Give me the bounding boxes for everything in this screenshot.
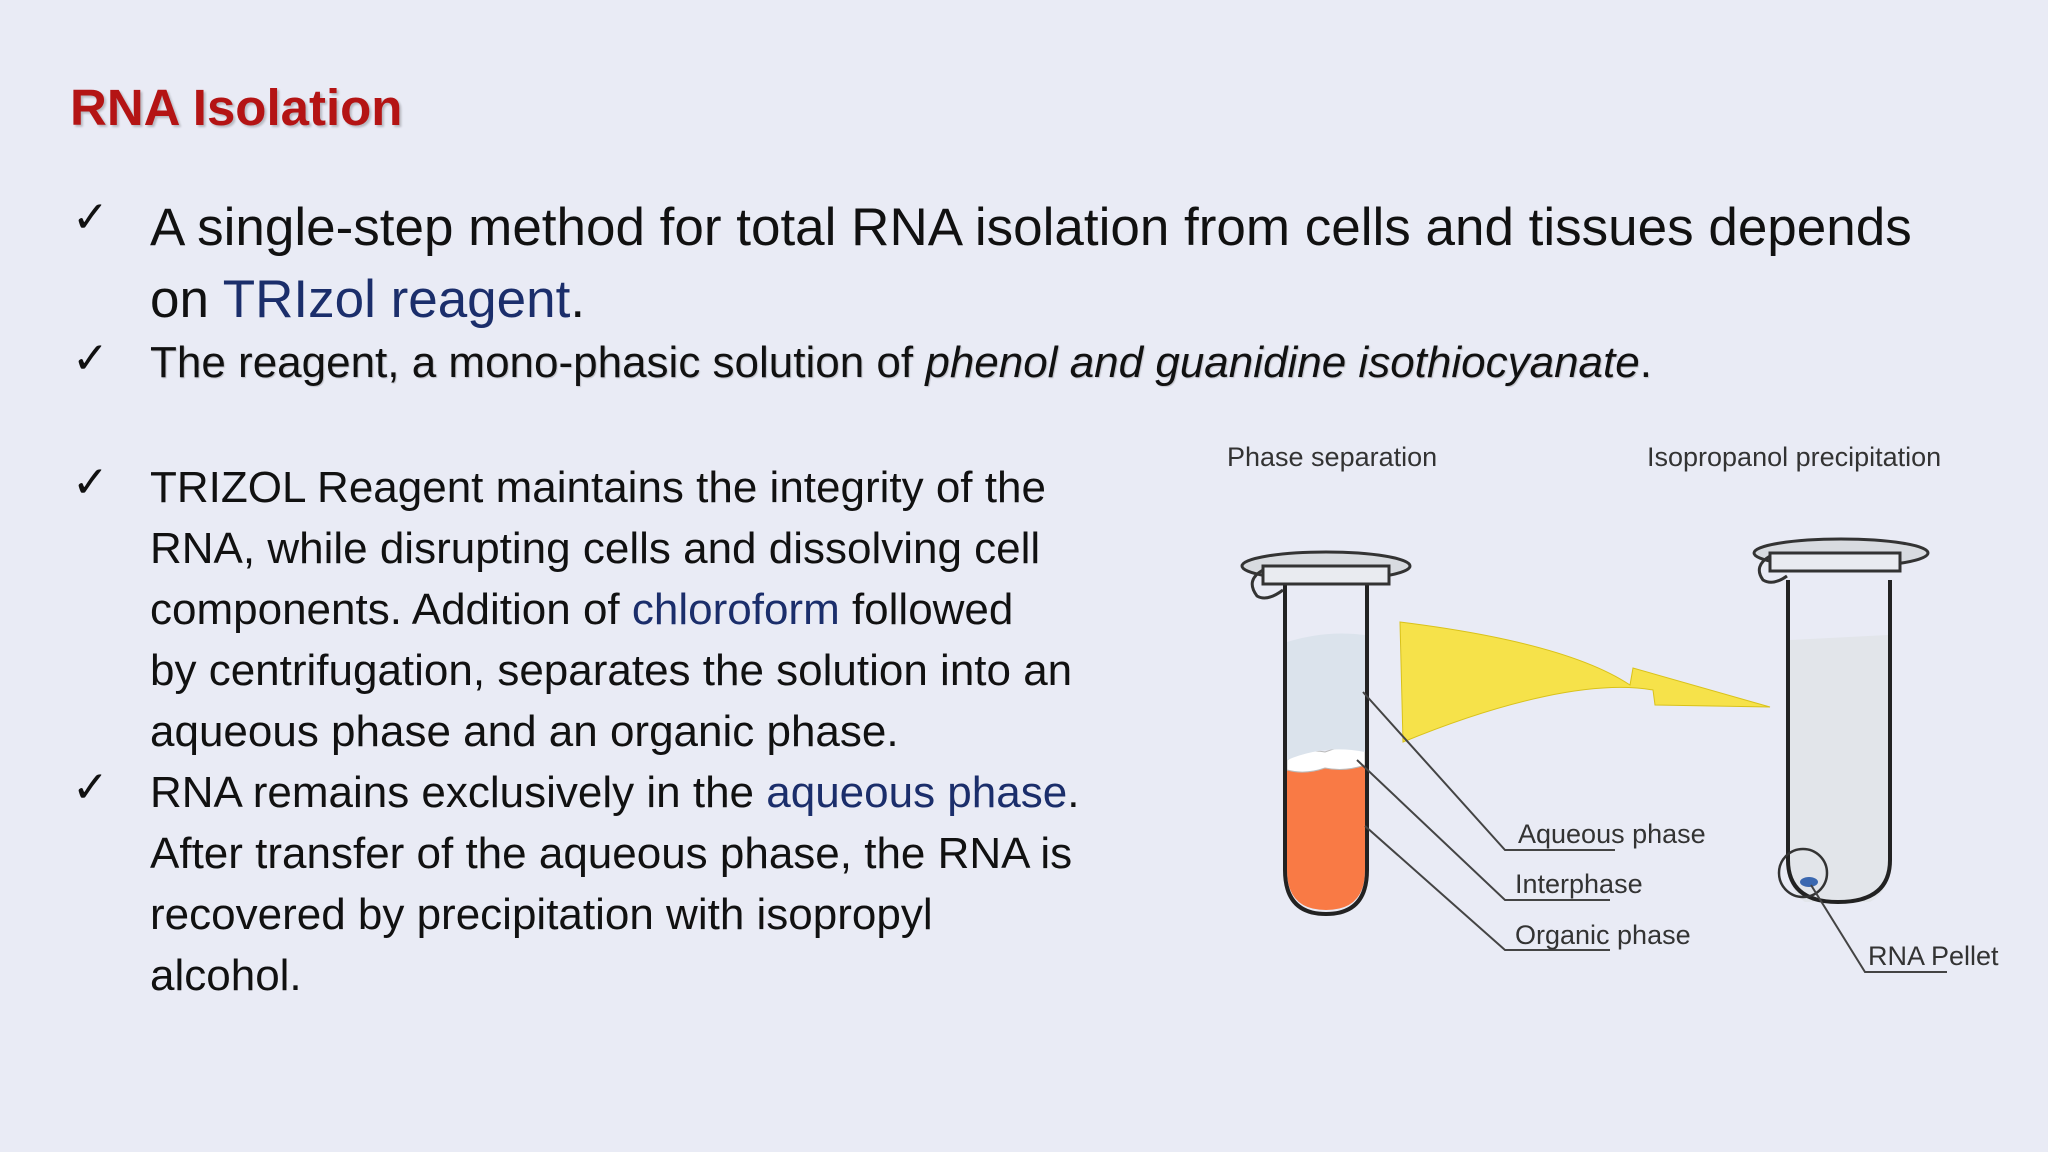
label-isopropanol-precipitation: Isopropanol precipitation xyxy=(1647,442,1941,472)
bullet-2-text: The reagent, a mono-phasic solution of p… xyxy=(150,333,1652,393)
bullet-1-text: A single-step method for total RNA isola… xyxy=(150,192,2048,336)
bullet-1-line-1: A single-step method for total RNA isola… xyxy=(150,198,1912,257)
bullet-3-line-1: TRIZOL Reagent maintains the integrity o… xyxy=(150,463,1046,512)
label-organic-phase: Organic phase xyxy=(1515,920,1691,950)
bullet-4-line-4: alcohol. xyxy=(150,951,302,1000)
phase-separation-diagram: Phase separation Isopropanol precipitati… xyxy=(1227,442,1999,973)
bullet-3-line-3: components. Addition of chloroform follo… xyxy=(150,579,1250,640)
bullet-4-line-1-prefix: RNA remains exclusively in the xyxy=(150,768,767,817)
bullet-3-line-4: by centrifugation, separates the solutio… xyxy=(150,646,1073,695)
bullet-2-suffix: . xyxy=(1639,338,1652,387)
label-rna-pellet: RNA Pellet xyxy=(1868,941,1999,971)
phase-separation-figure: Phase separation Isopropanol precipitati… xyxy=(1205,430,2025,990)
check-icon: ✓ xyxy=(72,457,109,508)
pellet-leader-line xyxy=(1810,884,1947,973)
bullet-3-text: TRIZOL Reagent maintains the integrity o… xyxy=(150,457,1250,762)
check-icon: ✓ xyxy=(72,762,109,813)
right-tube-liquid xyxy=(1790,635,1888,902)
right-tube-rim xyxy=(1768,551,1902,573)
rna-pellet-circle xyxy=(1777,847,1829,899)
bullet-3-line-3-suffix: followed xyxy=(839,585,1014,634)
bullet-1-line-2-prefix: on xyxy=(150,270,223,329)
right-tube-outline xyxy=(1786,580,1892,905)
bullet-3-line-3-prefix: components. Addition of xyxy=(150,585,632,634)
trizol-reagent-highlight: TRIzol reagent xyxy=(222,270,571,329)
chloroform-highlight: chloroform xyxy=(631,585,840,634)
rna-pellet-icon xyxy=(1800,877,1818,887)
organic-phase-layer xyxy=(1287,750,1365,910)
bullet-1-line-2-suffix: . xyxy=(570,270,586,329)
bullet-4-line-3: recovered by precipitation with isopropy… xyxy=(150,890,933,939)
label-phase-separation: Phase separation xyxy=(1227,442,1437,472)
bullet-4-line-2: After transfer of the aqueous phase, the… xyxy=(150,829,1073,878)
left-tube-hinge xyxy=(1250,568,1284,600)
bullet-4-text: RNA remains exclusively in the aqueous p… xyxy=(150,762,1250,1006)
aqueous-leader-line xyxy=(1362,691,1615,851)
check-icon: ✓ xyxy=(72,192,109,243)
aqueous-phase-layer xyxy=(1287,633,1365,760)
aqueous-phase-highlight: aqueous phase xyxy=(766,768,1068,817)
label-aqueous-phase: Aqueous phase xyxy=(1518,819,1706,849)
bullet-4-line-1-suffix: . xyxy=(1067,768,1080,817)
right-tube-hinge xyxy=(1757,554,1788,584)
interphase-leader-line xyxy=(1356,759,1610,901)
check-icon: ✓ xyxy=(72,333,109,384)
left-tube-rim xyxy=(1261,564,1391,586)
slide-title: RNA Isolation xyxy=(70,79,403,136)
bullet-2-prefix: The reagent, a mono-phasic solution of xyxy=(150,338,926,387)
bullet-3-line-5: aqueous phase and an organic phase. xyxy=(150,707,899,756)
bullet-1-line-2: on TRIzol reagent. xyxy=(150,264,2048,336)
left-tube-outline xyxy=(1283,585,1369,917)
organic-leader-line xyxy=(1364,825,1610,951)
bullet-2-italic: phenol and guanidine isothiocyanate xyxy=(925,338,1640,387)
bullet-3-line-2: RNA, while disrupting cells and dissolvi… xyxy=(150,524,1041,573)
label-interphase: Interphase xyxy=(1515,869,1643,899)
transfer-arrow-icon xyxy=(1399,621,1771,743)
bullet-4-line-1: RNA remains exclusively in the aqueous p… xyxy=(150,762,1250,823)
